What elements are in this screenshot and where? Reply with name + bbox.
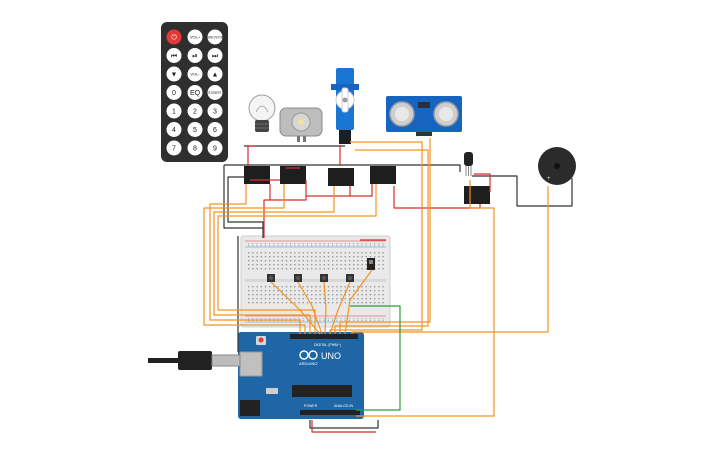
remote-button-eq[interactable]: EQ bbox=[187, 85, 203, 100]
remote-button-func-stop[interactable]: FUNC/STOP bbox=[206, 29, 224, 45]
dc-motor-icon[interactable] bbox=[279, 107, 323, 142]
arduino-logo-text: UNO bbox=[321, 351, 341, 361]
remote-button-prev[interactable]: ⏮ bbox=[166, 48, 182, 63]
remote-button-label: 4 bbox=[172, 127, 176, 134]
slide-switch[interactable] bbox=[367, 258, 375, 270]
remote-button-vol-down[interactable]: VOL- bbox=[187, 66, 203, 82]
push-button-1[interactable] bbox=[267, 274, 275, 282]
remote-button-label: FUNC/STOP bbox=[206, 36, 224, 40]
svg-text:+: + bbox=[547, 176, 551, 182]
relay-4[interactable] bbox=[370, 166, 396, 184]
remote-button-label: 7 bbox=[172, 146, 176, 153]
remote-button-label: 3 bbox=[213, 109, 217, 116]
remote-button-label: ⏭ bbox=[212, 53, 219, 60]
ir-receiver[interactable] bbox=[464, 152, 473, 176]
remote-button-label: 6 bbox=[213, 127, 217, 134]
ir-remote[interactable]: ⏻ VOL+ FUNC/STOP ⏮ ⏯ ⏭ ▼ VOL- ▲ 0 EQ ST/REPT 1 2 3 4 5 6 7… bbox=[161, 22, 228, 162]
remote-button-label: EQ bbox=[190, 90, 201, 97]
arduino-digital-label: DIGITAL (PWM~) bbox=[314, 343, 341, 347]
piezo-buzzer-icon[interactable]: + bbox=[538, 147, 576, 185]
ultrasonic-sensor-icon[interactable] bbox=[386, 96, 462, 136]
usb-cable-icon[interactable] bbox=[148, 351, 241, 370]
remote-button-label: 1 bbox=[172, 109, 176, 116]
remote-button-label: ⏯ bbox=[192, 53, 198, 60]
remote-button-digit-5[interactable]: 5 bbox=[187, 122, 203, 137]
remote-button-digit-6[interactable]: 6 bbox=[207, 122, 223, 137]
servo-icon[interactable] bbox=[331, 68, 359, 144]
remote-button-label: 9 bbox=[213, 146, 217, 153]
relay-3[interactable] bbox=[328, 168, 354, 186]
remote-button-label: 0 bbox=[172, 90, 176, 97]
remote-button-st-rept[interactable]: ST/REPT bbox=[207, 85, 223, 100]
remote-button-digit-2[interactable]: 2 bbox=[187, 103, 203, 119]
relay-5[interactable] bbox=[464, 186, 490, 204]
remote-button-label: 5 bbox=[193, 127, 197, 134]
remote-button-up[interactable]: ▲ bbox=[207, 66, 223, 82]
remote-button-label: 2 bbox=[193, 109, 197, 116]
remote-button-down[interactable]: ▼ bbox=[166, 66, 182, 82]
remote-button-vol-up[interactable]: VOL+ bbox=[187, 29, 203, 45]
remote-button-next[interactable]: ⏭ bbox=[207, 48, 223, 63]
remote-button-label: ▲ bbox=[212, 72, 219, 79]
relay-2[interactable] bbox=[280, 166, 306, 184]
remote-button-grid: ⏻ VOL+ FUNC/STOP ⏮ ⏯ ⏭ ▼ VOL- ▲ 0 EQ ST/REPT 1 2 3 4 5 6 7… bbox=[166, 29, 224, 156]
remote-button-label: VOL- bbox=[190, 72, 200, 77]
push-button-4[interactable] bbox=[346, 274, 354, 282]
relay-1[interactable] bbox=[244, 166, 270, 184]
remote-button-digit-7[interactable]: 7 bbox=[166, 140, 182, 156]
remote-button-label: ⏻ bbox=[171, 34, 177, 42]
remote-button-digit-3[interactable]: 3 bbox=[207, 103, 223, 119]
remote-button-power[interactable]: ⏻ bbox=[166, 29, 182, 45]
remote-button-digit-4[interactable]: 4 bbox=[166, 122, 182, 137]
breadboard[interactable] bbox=[240, 235, 391, 328]
push-button-2[interactable] bbox=[294, 274, 302, 282]
remote-button-label: VOL+ bbox=[190, 35, 201, 40]
remote-button-digit-8[interactable]: 8 bbox=[187, 140, 203, 156]
remote-button-digit-9[interactable]: 9 bbox=[207, 140, 223, 156]
remote-button-label: ▼ bbox=[171, 72, 178, 79]
remote-button-play-pause[interactable]: ⏯ bbox=[187, 48, 203, 63]
lightbulb-icon[interactable] bbox=[248, 94, 276, 132]
arduino-uno[interactable]: UNO ARDUINO DIGITAL (PWM~) POWER ANALOG … bbox=[238, 332, 364, 419]
remote-button-digit-1[interactable]: 1 bbox=[166, 103, 182, 119]
arduino-analog-label: ANALOG IN bbox=[334, 404, 354, 408]
remote-button-digit-0[interactable]: 0 bbox=[166, 85, 182, 100]
arduino-brand-text: ARDUINO bbox=[299, 361, 317, 366]
remote-button-label: ⏮ bbox=[171, 53, 177, 60]
arduino-logo-icon bbox=[299, 350, 318, 360]
arduino-power-label: POWER bbox=[304, 404, 318, 408]
wires bbox=[203, 138, 573, 433]
remote-button-label: ST/REPT bbox=[208, 91, 222, 95]
push-button-3[interactable] bbox=[320, 274, 328, 282]
remote-button-label: 8 bbox=[193, 146, 197, 153]
